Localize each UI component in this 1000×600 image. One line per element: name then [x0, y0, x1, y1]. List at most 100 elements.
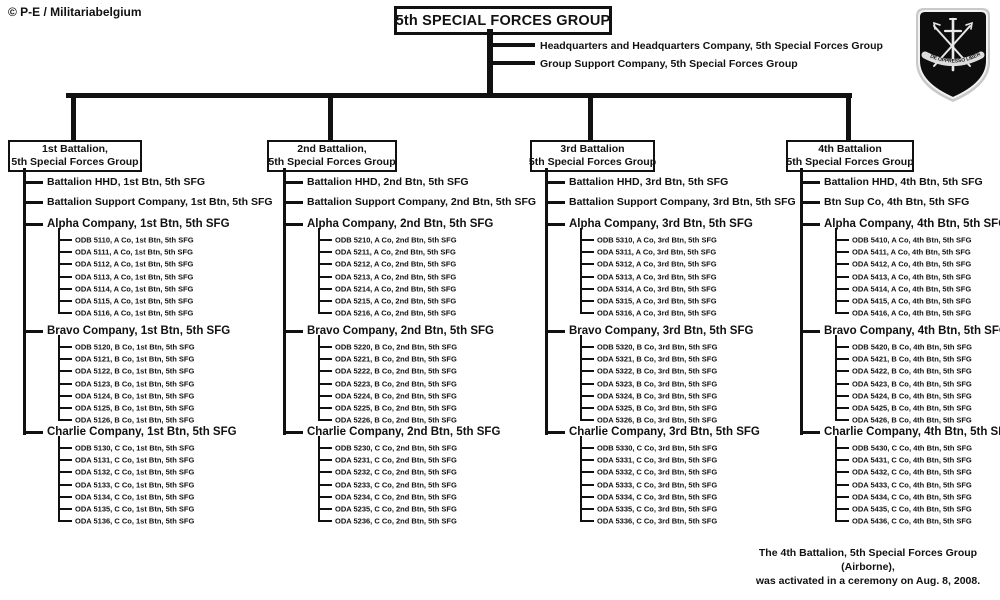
connector-team-tick — [580, 275, 594, 278]
connector-company-tick — [800, 222, 820, 226]
team-label: ODA 5123, B Co, 1st Btn, 5th SFG — [75, 379, 195, 389]
connector-battalion-spine — [800, 168, 803, 435]
team-label: ODA 5314, A Co, 3rd Btn, 5th SFG — [597, 284, 717, 294]
connector-company-spine — [580, 335, 582, 421]
team-label: ODA 5334, C Co, 3rd Btn, 5th SFG — [597, 492, 718, 502]
team-label: ODA 5232, C Co, 2nd Btn, 5th SFG — [335, 467, 457, 477]
team-label: ODA 5433, C Co, 4th Btn, 5th SFG — [852, 480, 972, 490]
team-label: ODA 5422, B Co, 4th Btn, 5th SFG — [852, 366, 972, 376]
team-label: ODA 5324, B Co, 3rd Btn, 5th SFG — [597, 391, 718, 401]
battalion-box-line1: 4th Battalion — [818, 143, 882, 155]
connector-company-spine — [318, 335, 320, 421]
connector-team-tick — [835, 483, 849, 486]
team-label: ODA 5236, C Co, 2nd Btn, 5th SFG — [335, 516, 457, 526]
team-label: ODA 5116, A Co, 1st Btn, 5th SFG — [75, 308, 194, 318]
team-label: ODB 5110, A Co, 1st Btn, 5th SFG — [75, 235, 194, 245]
company-label: Charlie Company, 4th Btn, 5th SFG — [824, 426, 1000, 438]
connector-battalion-drop — [70, 93, 76, 140]
connector-team-tick — [835, 447, 849, 449]
connector-company-spine — [318, 228, 320, 314]
battalion-box-line1: 3rd Battalion — [560, 143, 625, 155]
team-label: ODA 5235, C Co, 2nd Btn, 5th SFG — [335, 504, 457, 514]
team-label: ODA 5131, C Co, 1st Btn, 5th SFG — [75, 455, 195, 465]
connector-company-tick — [800, 329, 820, 333]
connector-team-tick — [835, 520, 849, 523]
connector-unit-tick — [545, 180, 565, 184]
company-label: Bravo Company, 4th Btn, 5th SFG — [824, 325, 1000, 337]
team-label: ODA 5414, A Co, 4th Btn, 5th SFG — [852, 284, 972, 294]
team-label: ODB 5220, B Co, 2nd Btn, 5th SFG — [335, 342, 458, 352]
team-label: ODB 5120, B Co, 1st Btn, 5th SFG — [75, 342, 195, 352]
team-label: ODB 5320, B Co, 3rd Btn, 5th SFG — [597, 342, 718, 352]
connector-company-tick — [283, 430, 303, 434]
team-label: ODA 5222, B Co, 2nd Btn, 5th SFG — [335, 366, 457, 376]
connector-company-spine — [835, 335, 837, 421]
team-label: ODA 5425, B Co, 4th Btn, 5th SFG — [852, 403, 972, 413]
connector-company-spine — [580, 228, 582, 314]
team-label: ODA 5212, A Co, 2nd Btn, 5th SFG — [335, 259, 457, 269]
connector-team-tick — [580, 483, 594, 486]
connector-team-tick — [318, 312, 332, 315]
battalion-box-line2: 5th Special Forces Group — [786, 156, 914, 168]
connector-team-tick — [580, 312, 594, 315]
team-label: ODA 5434, C Co, 4th Btn, 5th SFG — [852, 492, 972, 502]
team-label: ODB 5420, B Co, 4th Btn, 5th SFG — [852, 342, 973, 352]
team-label: ODA 5114, A Co, 1st Btn, 5th SFG — [75, 284, 194, 294]
connector-company-spine — [58, 228, 60, 314]
connector-company-spine — [318, 436, 320, 522]
connector-team-tick — [318, 370, 332, 373]
connector-team-tick — [58, 287, 72, 290]
connector-team-tick — [58, 419, 72, 422]
battalion-box-line1: 2nd Battalion, — [297, 143, 367, 155]
team-label: ODA 5336, C Co, 3rd Btn, 5th SFG — [597, 516, 718, 526]
connector-team-tick — [318, 495, 332, 498]
copyright-text: © P-E / Militariabelgium — [8, 5, 142, 19]
connector-company-spine — [835, 228, 837, 314]
connector-team-tick — [580, 370, 594, 373]
connector-unit-tick — [283, 180, 303, 184]
connector-team-tick — [58, 251, 72, 254]
connector-hq-branch — [490, 43, 535, 47]
battalion-box-line2: 5th Special Forces Group — [268, 156, 396, 168]
connector-company-tick — [545, 329, 565, 333]
team-label: ODB 5330, C Co, 3rd Btn, 5th SFG — [597, 443, 718, 453]
team-label: ODB 5410, A Co, 4th Btn, 5th SFG — [852, 235, 972, 245]
team-label: ODA 5421, B Co, 4th Btn, 5th SFG — [852, 354, 972, 364]
team-label: ODA 5112, A Co, 1st Btn, 5th SFG — [75, 259, 194, 269]
connector-team-tick — [835, 275, 849, 278]
connector-team-tick — [835, 459, 849, 462]
connector-company-tick — [545, 222, 565, 226]
connector-company-spine — [580, 436, 582, 522]
company-label: Charlie Company, 1st Btn, 5th SFG — [47, 426, 237, 438]
connector-team-tick — [580, 447, 594, 449]
unit-label: Battalion Support Company, 2nd Btn, 5th … — [307, 196, 537, 208]
connector-bus — [66, 93, 852, 98]
team-label: ODA 5432, C Co, 4th Btn, 5th SFG — [852, 467, 972, 477]
team-label: ODA 5134, C Co, 1st Btn, 5th SFG — [75, 492, 195, 502]
team-label: ODA 5211, A Co, 2nd Btn, 5th SFG — [335, 247, 456, 257]
connector-team-tick — [58, 508, 72, 510]
connector-team-tick — [318, 483, 332, 486]
connector-team-tick — [580, 251, 594, 254]
connector-team-tick — [58, 382, 72, 385]
connector-unit-tick — [545, 200, 565, 204]
team-label: ODA 5326, B Co, 3rd Btn, 5th SFG — [597, 415, 718, 425]
connector-team-tick — [835, 346, 849, 348]
team-label: ODA 5125, B Co, 1st Btn, 5th SFG — [75, 403, 195, 413]
team-label: ODA 5122, B Co, 1st Btn, 5th SFG — [75, 366, 195, 376]
team-label: ODA 5325, B Co, 3rd Btn, 5th SFG — [597, 403, 718, 413]
team-label: ODA 5436, C Co, 4th Btn, 5th SFG — [852, 516, 972, 526]
unit-label: Battalion HHD, 3rd Btn, 5th SFG — [569, 176, 729, 188]
connector-team-tick — [58, 275, 72, 278]
company-label: Charlie Company, 2nd Btn, 5th SFG — [307, 426, 501, 438]
connector-company-tick — [23, 222, 43, 226]
team-label: ODA 5226, B Co, 2nd Btn, 5th SFG — [335, 415, 457, 425]
connector-team-tick — [58, 471, 72, 474]
connector-company-tick — [283, 222, 303, 226]
team-label: ODB 5310, A Co, 3rd Btn, 5th SFG — [597, 235, 717, 245]
connector-unit-tick — [23, 180, 43, 184]
sf-crest-icon — [921, 17, 985, 72]
company-label: Bravo Company, 3rd Btn, 5th SFG — [569, 325, 754, 337]
battalion-box-line1: 1st Battalion, — [42, 143, 108, 155]
